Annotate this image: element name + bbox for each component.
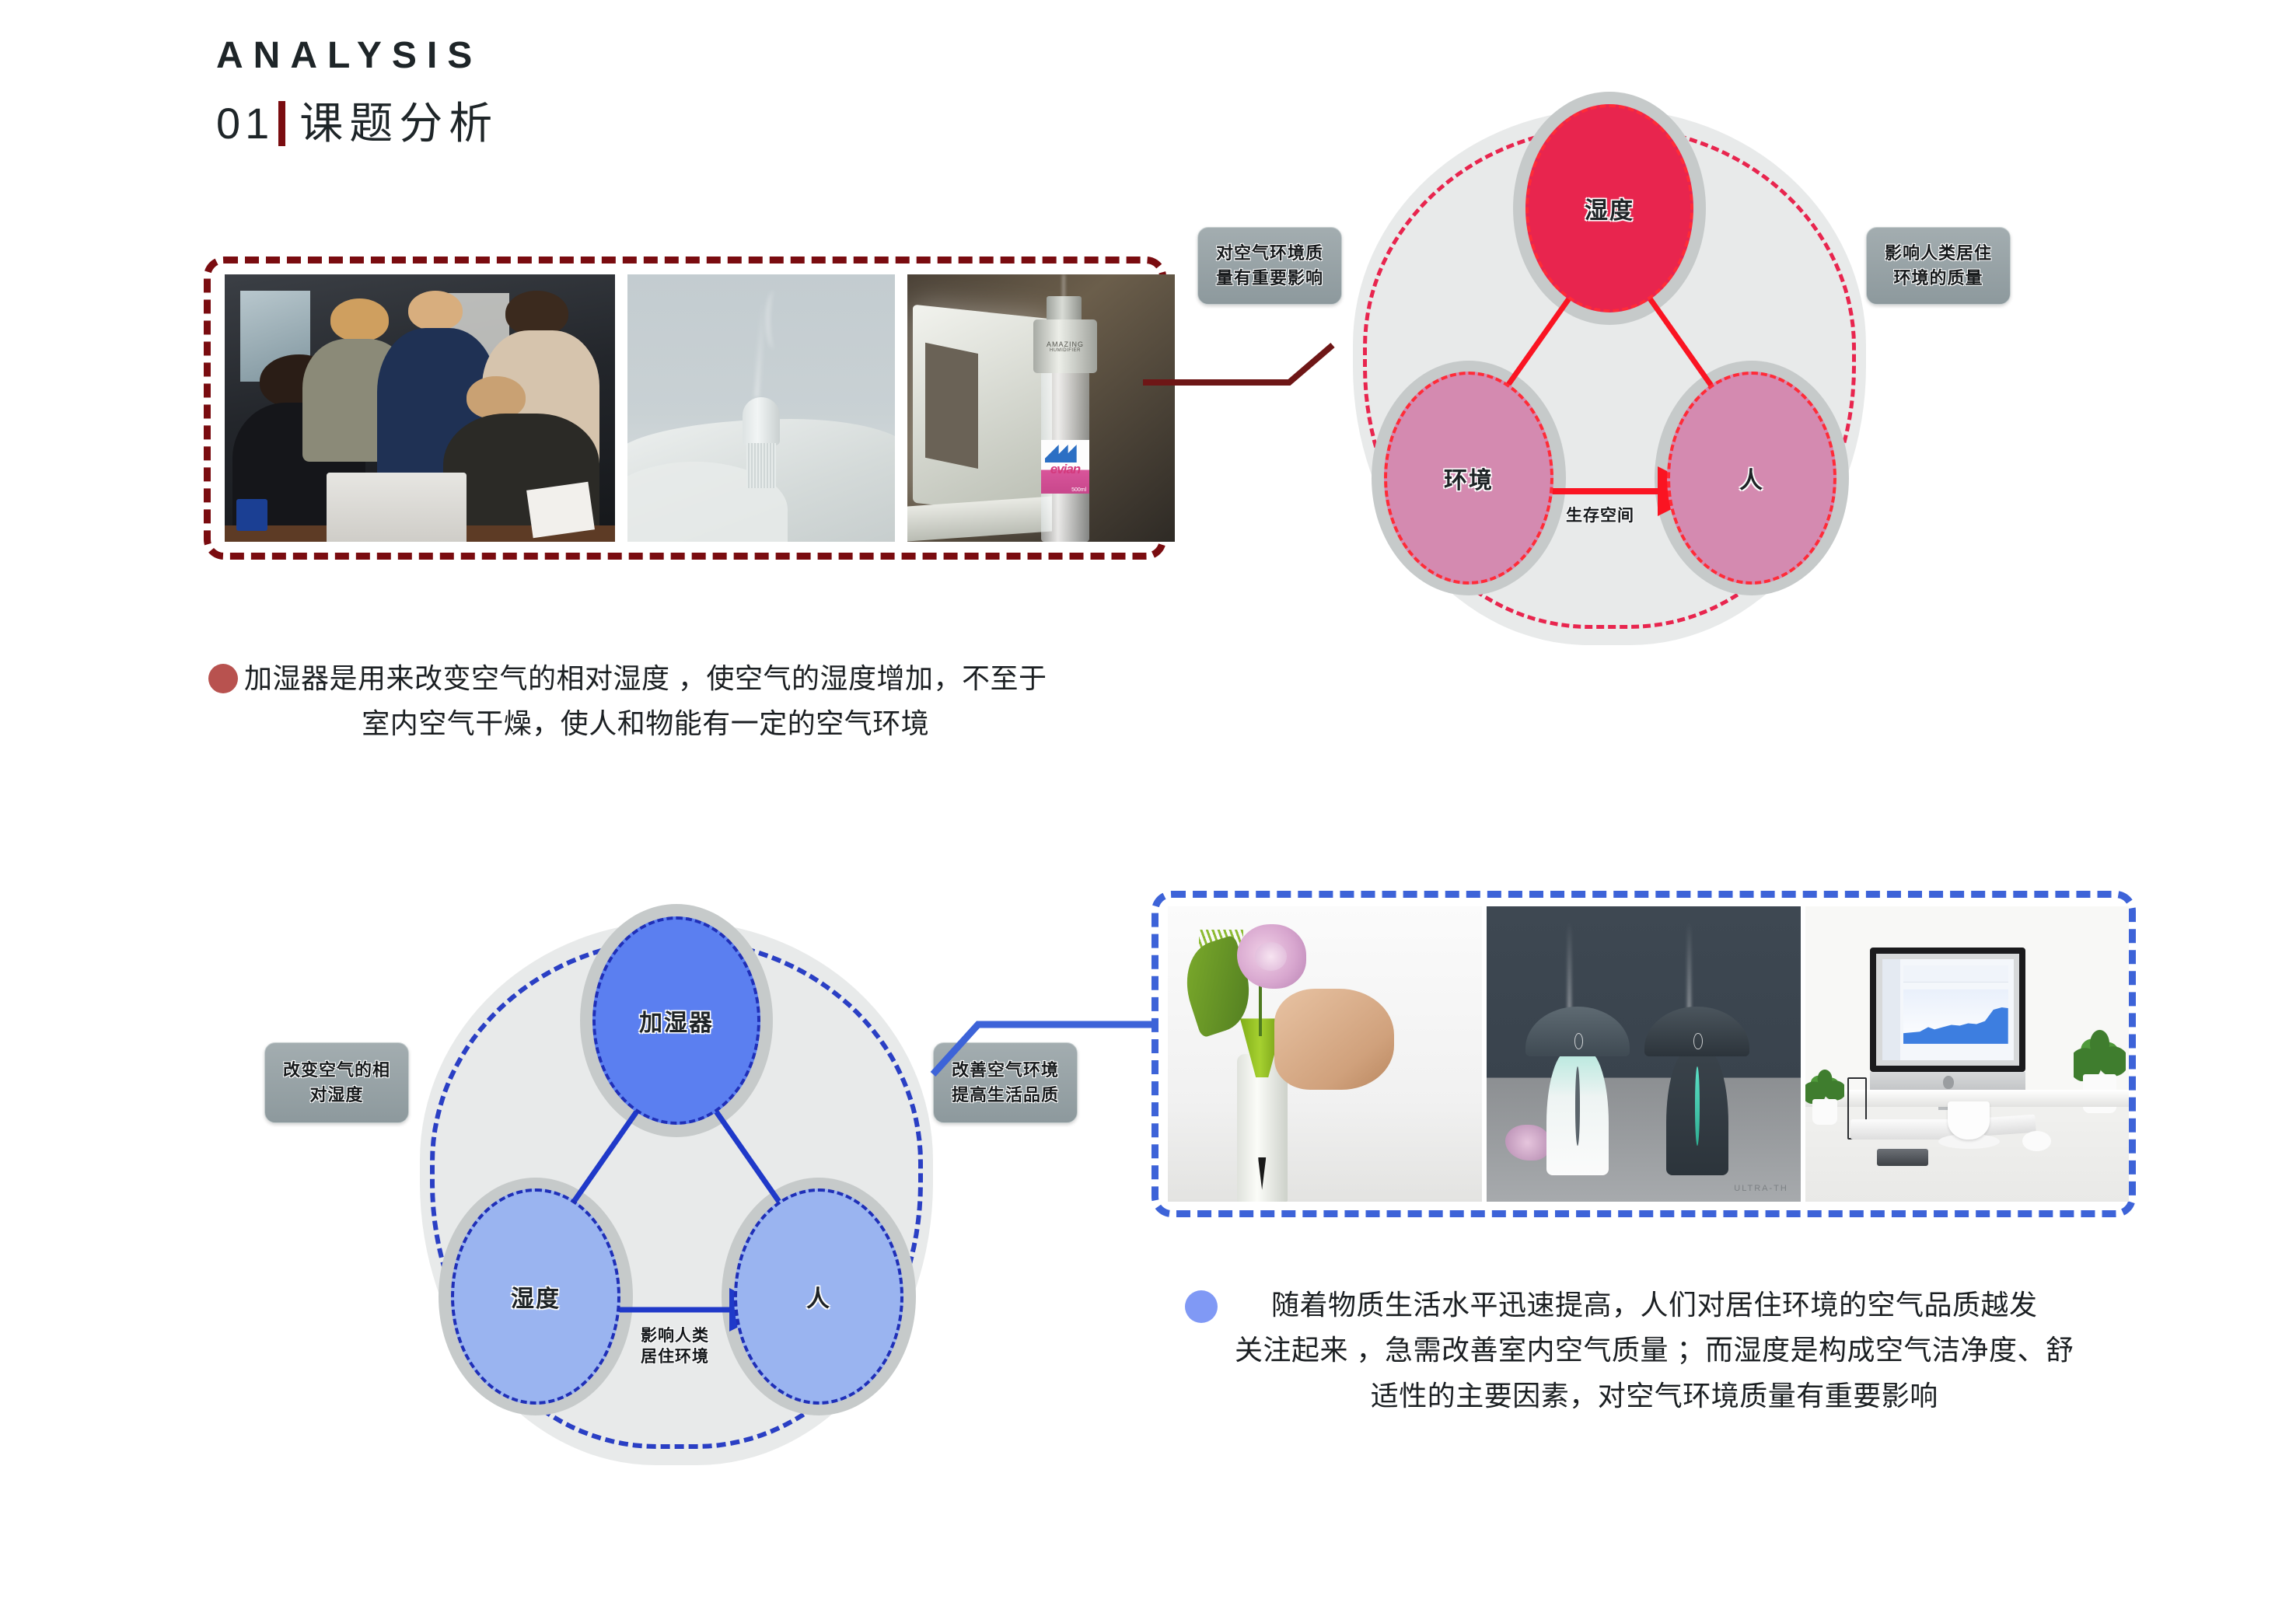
imac-monitor [1870,948,2025,1072]
coffee-cup [1948,1101,1990,1140]
mist-icon [1687,921,1690,1010]
mist-icon [1568,921,1571,1010]
top-connector-line [1143,342,1335,386]
smartphone [1876,1148,1929,1167]
person-head [330,298,389,341]
humidifier-collar: AMAZING HUMIDIFIER [1033,319,1098,374]
laptop [326,472,467,542]
callout-right: 影响人类居住环境的质量 [1866,227,2011,305]
mushroom-humidifier-photo: ULTRA-TH [1487,906,1801,1202]
person-head [407,290,463,331]
node-environment: 环境 [1384,372,1553,585]
callout-left: 对空气环境质量有重要影响 [1197,227,1342,305]
white-humidifier-unit [1525,1007,1630,1176]
section-heading: 01 课题分析 [216,101,498,146]
page-header: ANALYSIS 01 课题分析 [216,37,498,146]
section-title: 课题分析 [299,99,499,148]
analysis-title: ANALYSIS [216,35,483,76]
bottom-paragraph-text: 随着物质生活水平迅速提高，人们对居住环境的空气品质越发 关注起来 ，急需改善室内… [1235,1289,2074,1412]
vase-humidifier-photo [1168,906,1482,1202]
top-paragraph-text: 加湿器是用来改变空气的相对湿度 ，使空气的湿度增加，不至于 室内空气干燥，使人和… [244,662,1047,740]
humidifier-base [746,442,776,489]
imac-screen [1882,959,2014,1060]
bottom-relationship-diagram: 加湿器 湿度 人 影响人类 居住环境 改变空气的相对湿度 改善空气环境提高生活品… [264,904,1078,1465]
plant-left [1805,1064,1844,1126]
evian-bottle-humidifier-photo: AMAZING HUMIDIFIER evian 500ml [907,274,1175,542]
section-number: 01 [216,99,274,148]
node-humidity: 湿度 [1525,104,1693,312]
top-relationship-diagram: 湿度 环境 人 生存空间 对空气环境质量有重要影响 影响人类居住环境的质量 [1197,92,2011,645]
dashboard-chart [1903,989,2008,1044]
person-head [467,375,526,419]
bottle-brand-text: evian [1050,461,1081,476]
mountain-icon [1044,442,1085,463]
laptop-screen [912,304,1052,518]
top-photo-frame: AMAZING HUMIDIFIER evian 500ml [204,257,1175,560]
node-human: 人 [734,1188,903,1405]
saucer [1938,1133,2000,1149]
dried-flower [1505,1125,1550,1161]
edge-label-living-space: 生存空间 [1566,507,1634,525]
hand [1274,989,1394,1090]
humidifier-vase [1236,1054,1288,1202]
bullet-icon [1185,1290,1218,1323]
bottom-paragraph: 随着物质生活水平迅速提高，人们对居住环境的空气品质越发 关注起来 ，急需改善室内… [1185,1283,2211,1419]
node-human: 人 [1667,372,1836,585]
office-desk-photo [1805,906,2129,1202]
humidifier-body [742,397,781,446]
bottom-photo-frame: ULTRA-TH [1151,891,2136,1217]
person-head [505,290,568,337]
bottle-cap [1046,295,1082,323]
paper-document [526,481,595,538]
mist-icon [766,290,783,350]
bottom-connector-line [930,1021,1157,1077]
callout-right: 改善空气环境提高生活品质 [933,1042,1078,1123]
dark-humidifier-unit [1644,1007,1749,1176]
flower-stem [1259,965,1263,1037]
edge-label-influence: 影响人类 居住环境 [641,1327,709,1366]
bottle-size-text: 500ml [1071,487,1087,493]
blue-cup [236,498,268,532]
watermark-text: ULTRA-TH [1734,1183,1788,1193]
bottle-label: evian 500ml [1041,440,1089,494]
callout-left: 改变空气的相对湿度 [264,1042,409,1123]
mouse [2022,1130,2052,1152]
accent-bar-icon [278,101,286,146]
node-humidity: 湿度 [451,1188,620,1405]
business-meeting-photo [225,274,615,542]
mist-icon [755,301,764,398]
desk-surface [1805,1089,2129,1108]
bullet-icon [208,664,238,693]
humidifier-brand-label: AMAZING HUMIDIFIER [1046,340,1084,353]
pink-rose [1236,923,1306,989]
node-humidifier: 加湿器 [592,916,760,1125]
top-paragraph: 加湿器是用来改变空气的相对湿度 ，使空气的湿度增加，不至于 室内空气干燥，使人和… [208,656,1219,747]
mist-icon [1062,274,1064,307]
bedside-humidifier-photo [627,274,895,542]
